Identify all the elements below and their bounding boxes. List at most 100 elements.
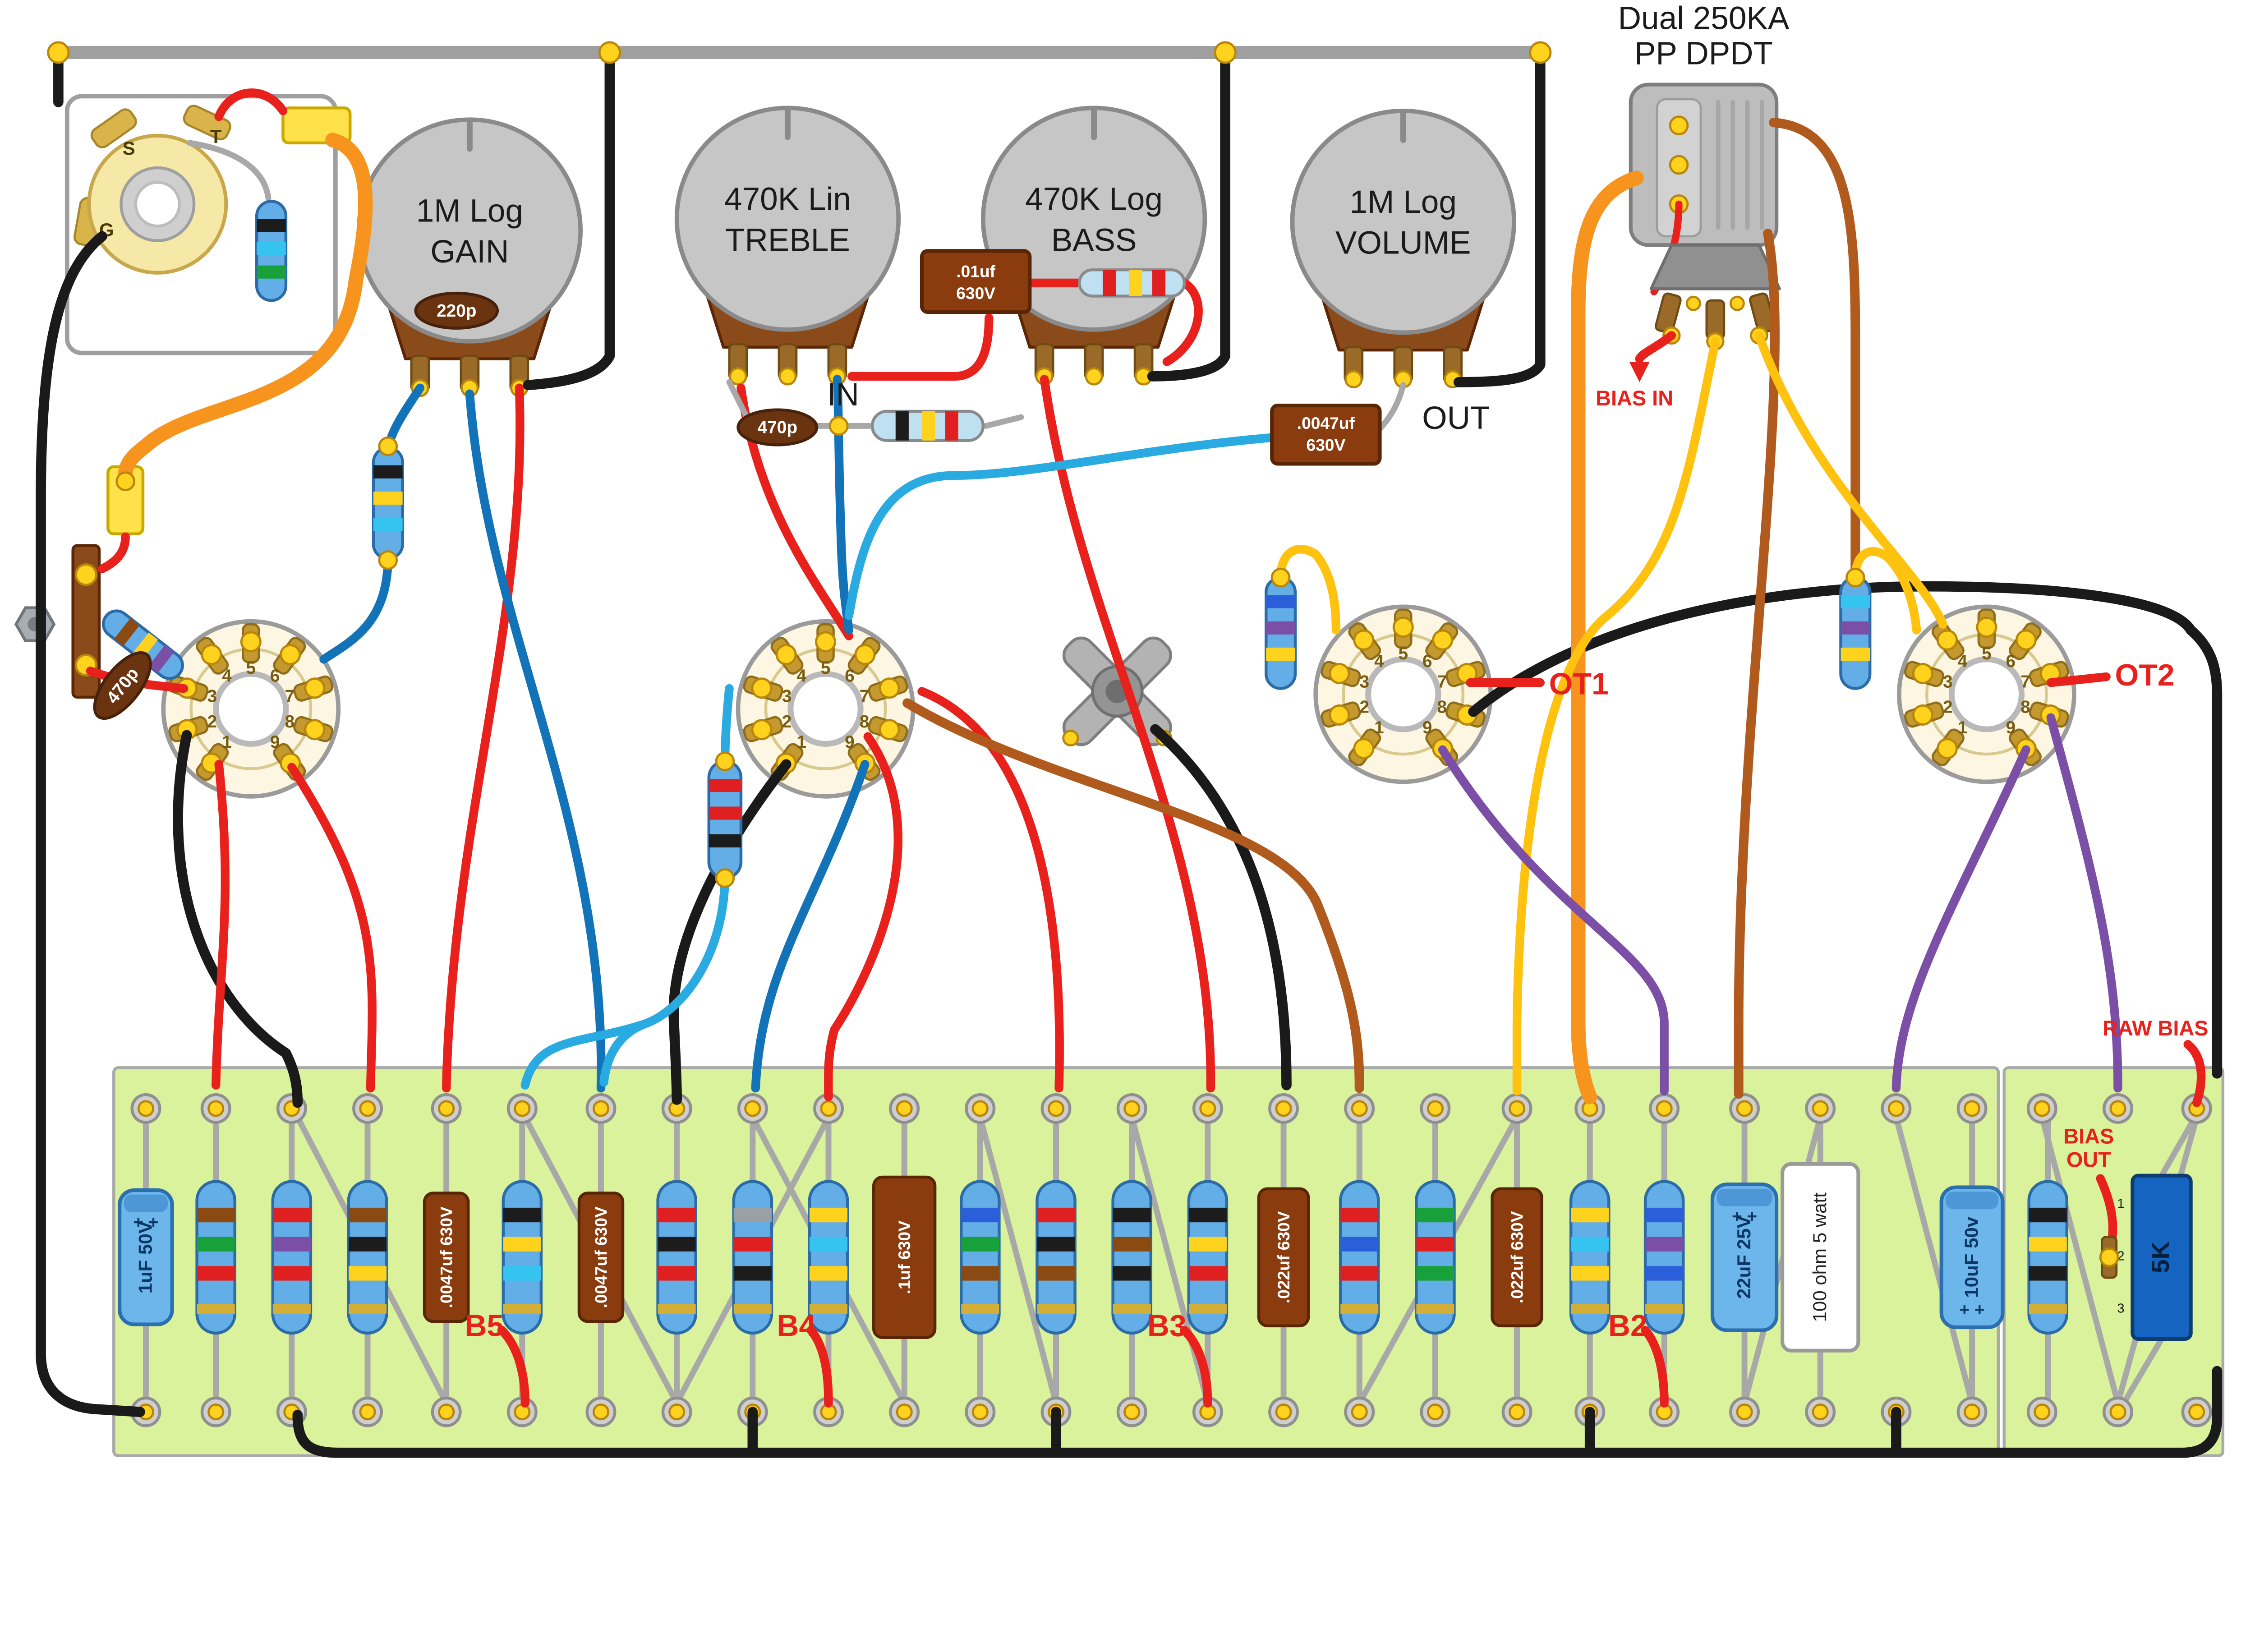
wires-black — [36, 47, 2223, 1458]
board-res — [1187, 1180, 1229, 1335]
b2-label: B2 — [1608, 1309, 1648, 1343]
turret — [1501, 1396, 1532, 1427]
bias-out-lug — [2099, 1236, 2119, 1279]
svg-text:3: 3 — [2117, 1302, 2124, 1316]
b4-label: B4 — [777, 1309, 816, 1343]
resistor-gain — [372, 446, 404, 560]
turret — [1729, 1093, 1760, 1124]
board-components: 1uF 50V+ + .0047uf 630V .0047uf 630V .1uf 6… — [118, 1162, 2193, 1353]
diagram-labels: Dual 250KA PP DPDT IN OUT OT1 OT2 BIAS I… — [465, 1, 2208, 1343]
board-cap: .1uf 630V — [872, 1175, 937, 1339]
turret — [889, 1093, 920, 1124]
resistor-ot2-grid — [1839, 576, 1872, 690]
turret — [1881, 1093, 1912, 1124]
turret — [1956, 1396, 1988, 1427]
turret — [1268, 1396, 1299, 1427]
pot-bass-name: BASS — [1051, 222, 1137, 258]
board-cap: .022uf 630V — [1257, 1187, 1310, 1328]
board-res — [1415, 1180, 1456, 1335]
pot-bass-value: 470K Log — [1025, 182, 1163, 217]
resistor-v2 — [707, 759, 743, 880]
tube-socket-power-1 — [1316, 607, 1491, 782]
pot-treble-value: 470K Lin — [724, 182, 851, 217]
turret — [2103, 1093, 2133, 1124]
turret — [1501, 1093, 1532, 1124]
board-cap: .022uf 630V — [1491, 1187, 1543, 1328]
resistor-ot1-grid — [1265, 576, 1297, 690]
pot-bass: 470K Log BASS — [983, 108, 1205, 384]
pot-gain-value: 1M Log — [416, 193, 523, 229]
turret — [965, 1093, 996, 1124]
svg-text:+ +: + + — [133, 1213, 158, 1232]
cap-01uf-value: .01uf — [956, 262, 995, 281]
turret — [1574, 1093, 1606, 1124]
board-ecap: 10uF 50v+ + — [1939, 1185, 2005, 1330]
board-res — [732, 1180, 773, 1335]
wires-brown — [902, 118, 1860, 1099]
wires-blue — [319, 375, 870, 1093]
svg-text:22uF 25V: 22uF 25V — [1733, 1216, 1754, 1299]
pot-treble: 470K Lin TREBLE — [677, 108, 899, 384]
cap-470p-input: 470p — [736, 408, 819, 446]
svg-text:+ +: + + — [1732, 1207, 1757, 1226]
board-cap: .0047uf 630V — [577, 1192, 625, 1323]
board-jumper-wire — [2039, 1114, 2121, 1406]
turret — [737, 1093, 768, 1124]
input-jack: S T G — [64, 94, 338, 355]
cap-01uf-voltage: 630V — [956, 284, 995, 303]
board-res — [502, 1180, 543, 1335]
svg-text:.0047uf 630V: .0047uf 630V — [437, 1206, 456, 1308]
pot-volume-value: 1M Log — [1350, 184, 1457, 220]
turret — [2103, 1396, 2133, 1427]
svg-text:.022uf 630V: .022uf 630V — [1507, 1211, 1526, 1303]
svg-text:+ +: + + — [1960, 1300, 1985, 1320]
cap-220p-label: 220p — [437, 301, 476, 321]
dual-pot-title-line1: Dual 250KA — [1618, 1, 1790, 37]
svg-text:1: 1 — [2117, 1196, 2124, 1211]
resistor-bass — [1078, 268, 1186, 298]
turret — [130, 1093, 161, 1124]
board-res — [656, 1180, 697, 1335]
svg-text:10uF 50v: 10uF 50v — [1961, 1216, 1982, 1298]
bias-out-label-line2: OUT — [2066, 1148, 2111, 1171]
bias-in-label: BIAS IN — [1596, 387, 1673, 410]
turret — [1729, 1396, 1760, 1427]
board-res — [808, 1180, 849, 1335]
dual-pot-title-line2: PP DPDT — [1634, 36, 1773, 71]
turret — [1420, 1396, 1451, 1427]
pot-treble-name: TREBLE — [725, 222, 850, 258]
cap-470p-input-label: 470p — [758, 418, 797, 437]
board-pres: 100 ohm 5 watt — [1781, 1162, 1860, 1353]
turret — [585, 1093, 617, 1124]
wires-yellow — [1276, 331, 1947, 1095]
board-res — [195, 1180, 236, 1335]
b3-label: B3 — [1147, 1309, 1187, 1343]
ot2-label: OT2 — [2115, 658, 2175, 692]
pot-volume: 1M Log VOLUME — [1292, 111, 1514, 387]
turret — [965, 1396, 996, 1427]
bias-out-label-line1: BIAS — [2063, 1125, 2114, 1148]
in-label: IN — [827, 377, 859, 413]
wires-cyan — [520, 433, 1276, 1090]
b5-label: B5 — [465, 1309, 504, 1343]
turret — [1649, 1093, 1680, 1124]
board-jumper-wire — [1129, 1114, 1211, 1406]
tube-socket-v1 — [163, 621, 338, 796]
turret — [1956, 1093, 1988, 1124]
turret — [431, 1093, 462, 1124]
bias-in-arrow — [1629, 362, 1650, 382]
board-res — [1111, 1180, 1152, 1335]
svg-text:.022uf 630V: .022uf 630V — [1274, 1211, 1293, 1303]
ot1-label: OT1 — [1549, 667, 1609, 701]
turret — [1192, 1093, 1223, 1124]
turret — [1268, 1093, 1299, 1124]
turret — [1420, 1093, 1451, 1124]
turret — [1344, 1093, 1375, 1124]
turret — [352, 1093, 383, 1124]
wires-purple — [1438, 713, 2122, 1095]
turret — [585, 1396, 617, 1427]
amp-wiring-diagram: 1 2 3 4 5 6 7 8 9 1uF 50V+ +.0047uf 630V… — [14, 0, 2225, 1458]
turret — [2026, 1093, 2057, 1124]
board-ecap: 1uF 50V+ + — [118, 1188, 174, 1326]
board-res — [1035, 1180, 1077, 1335]
